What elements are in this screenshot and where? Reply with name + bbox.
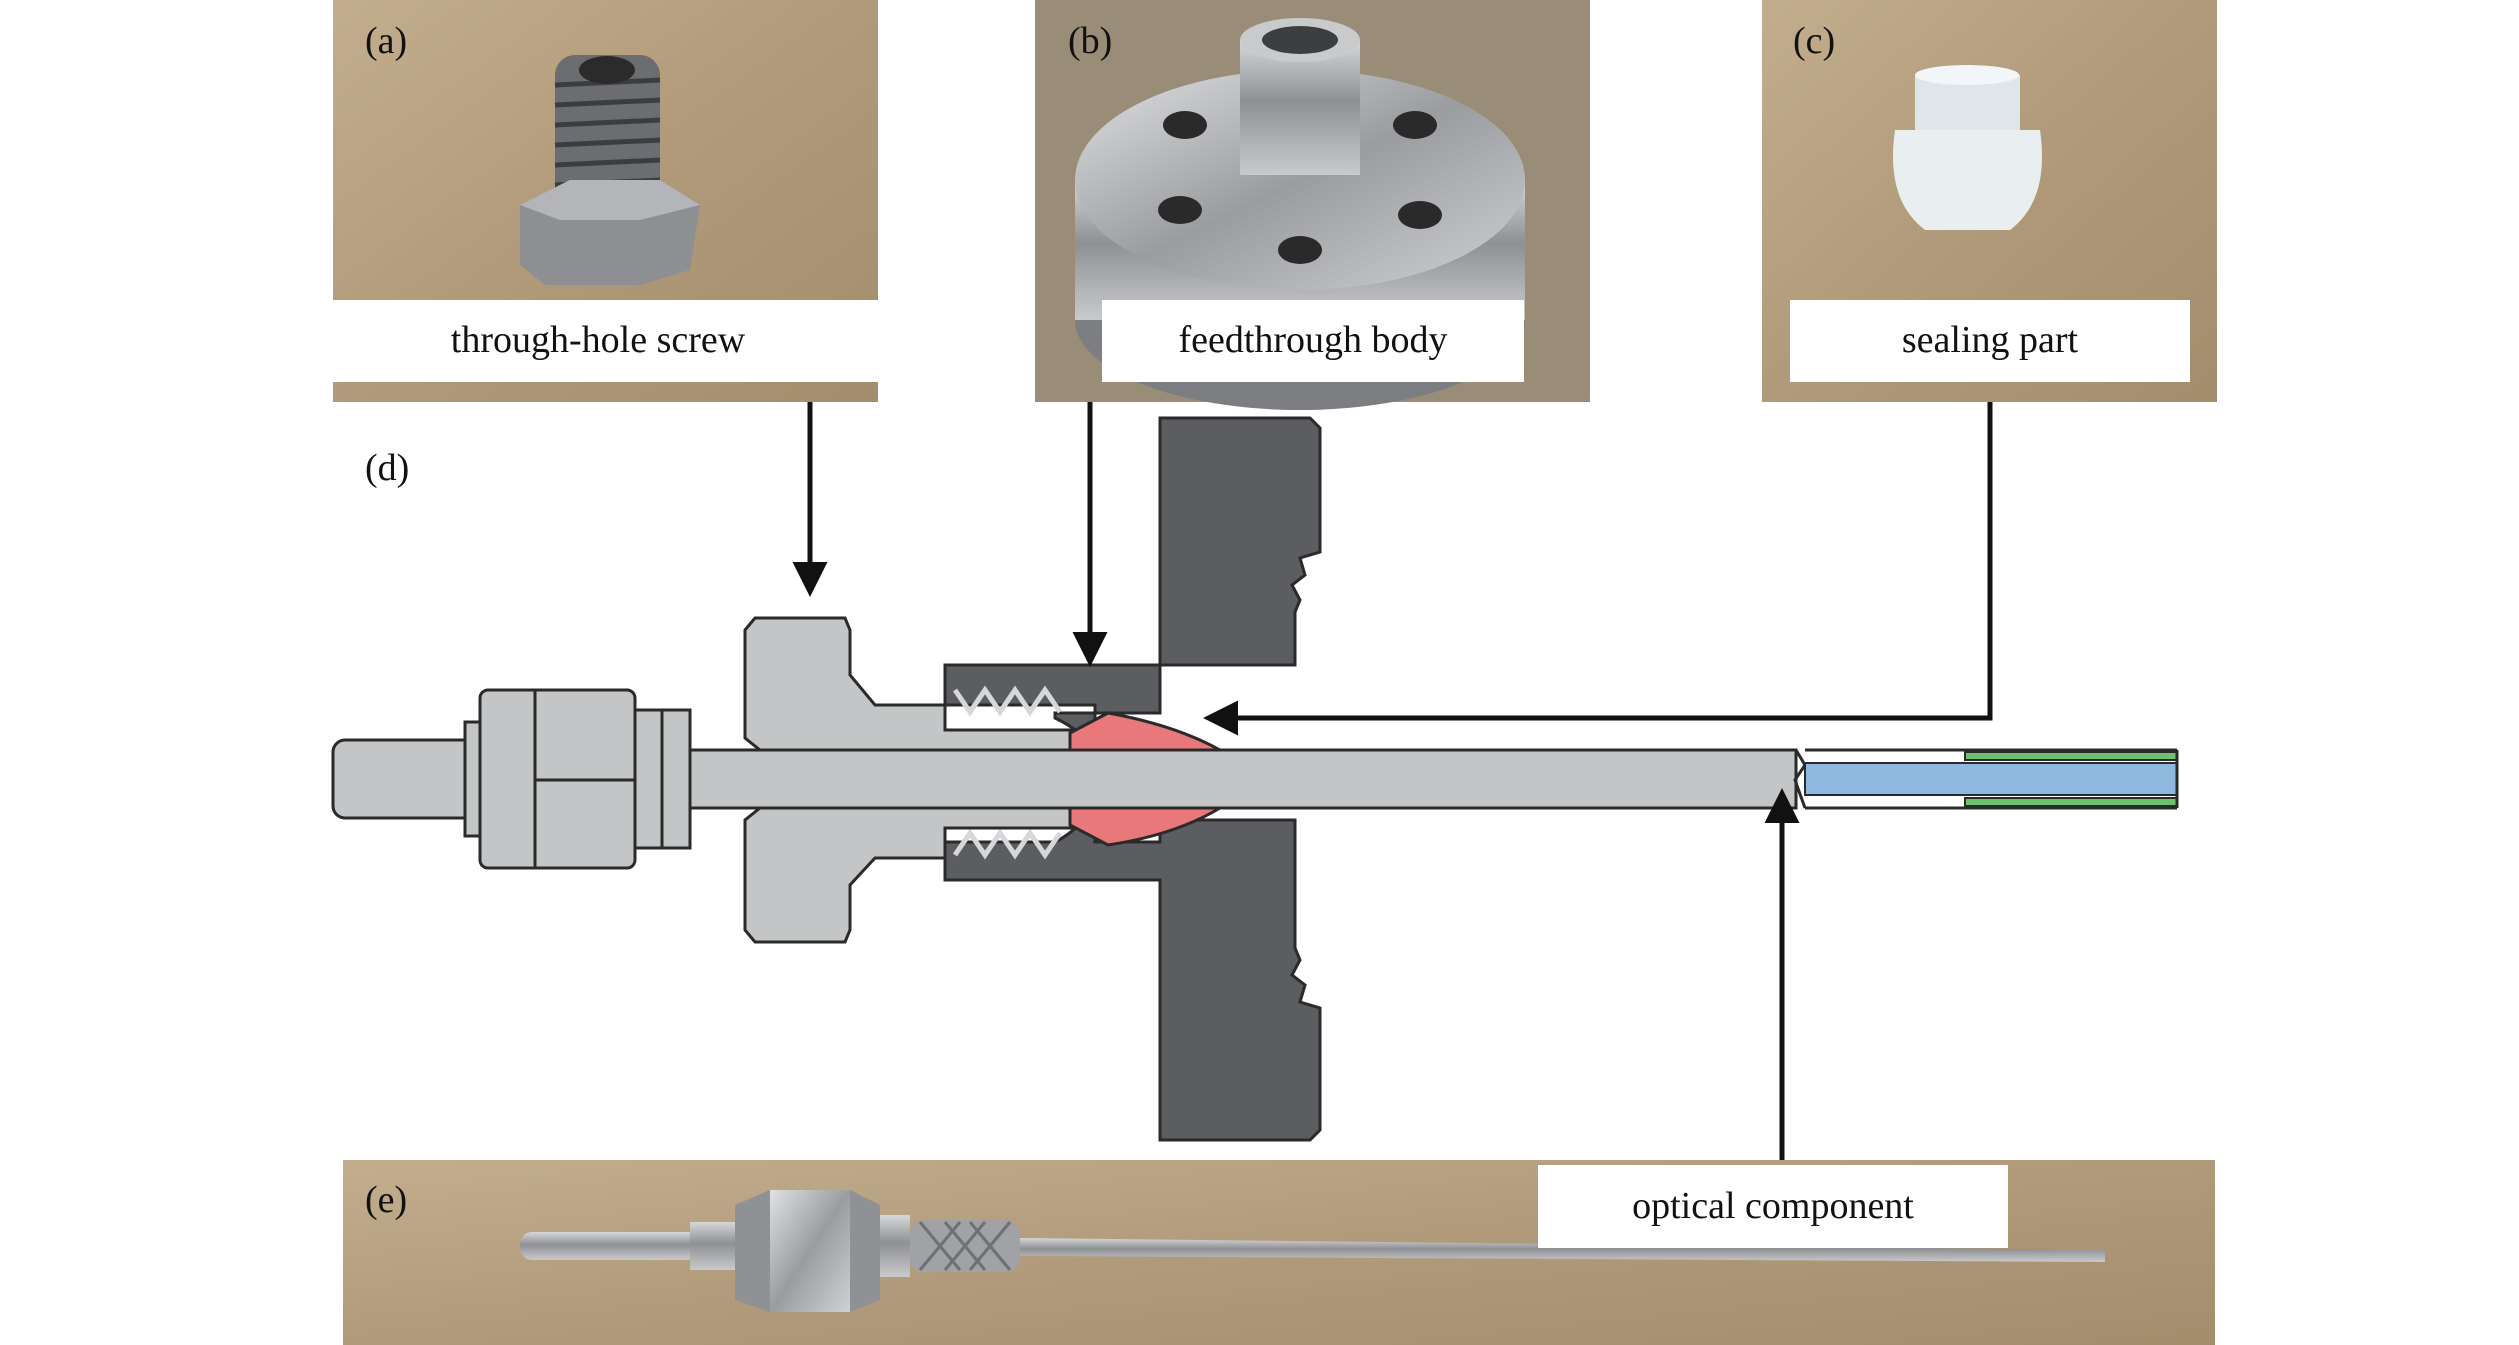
panel-e-letter: (e) (365, 1179, 407, 1221)
fiber-green-lower (1964, 797, 2178, 807)
panel-a: through-hole screw (a) (333, 0, 878, 402)
optical-rod-break (1793, 749, 1807, 809)
panel-e-caption-box (1538, 1165, 2008, 1248)
panel-d: (d) (331, 402, 2179, 1165)
body-thread-lower (952, 828, 1063, 860)
arrow-seal (1203, 402, 1993, 736)
panel-d-letter: (d) (365, 447, 409, 489)
panel-c-letter: (c) (1793, 20, 1835, 62)
hex-screw-photo-icon (520, 55, 700, 285)
panel-e-caption: optical component (1632, 1185, 1914, 1227)
panel-a-caption-box (333, 300, 878, 382)
panel-a-letter: (a) (365, 20, 407, 62)
optical-rod (686, 748, 1798, 810)
fiber-probe-photo-icon (520, 1190, 2105, 1312)
sealing-part-lower (1068, 806, 1226, 847)
body-thread-upper (952, 685, 1063, 717)
panel-a-caption: through-hole screw (451, 319, 746, 361)
panel-b-letter: (b) (1068, 20, 1112, 62)
panel-c-caption: sealing part (1902, 319, 2079, 361)
optical-rod-tip (331, 738, 480, 820)
panel-c-caption-box (1790, 300, 2190, 382)
panel-b: feedthrough body (b) (1035, 0, 1590, 410)
panel-e: optical component (e) (343, 1160, 2215, 1345)
fiber-core (1804, 762, 2178, 796)
feedthrough-body-upper (943, 416, 1322, 753)
panel-c: sealing part (c) (1762, 0, 2217, 402)
feedthrough-body-lower (943, 801, 1322, 1142)
panel-b-caption: feedthrough body (1178, 319, 1447, 361)
seal-cone-photo-icon (1893, 65, 2042, 230)
panel-b-caption-box (1102, 300, 1524, 382)
fiber-green-upper (1964, 751, 2178, 761)
